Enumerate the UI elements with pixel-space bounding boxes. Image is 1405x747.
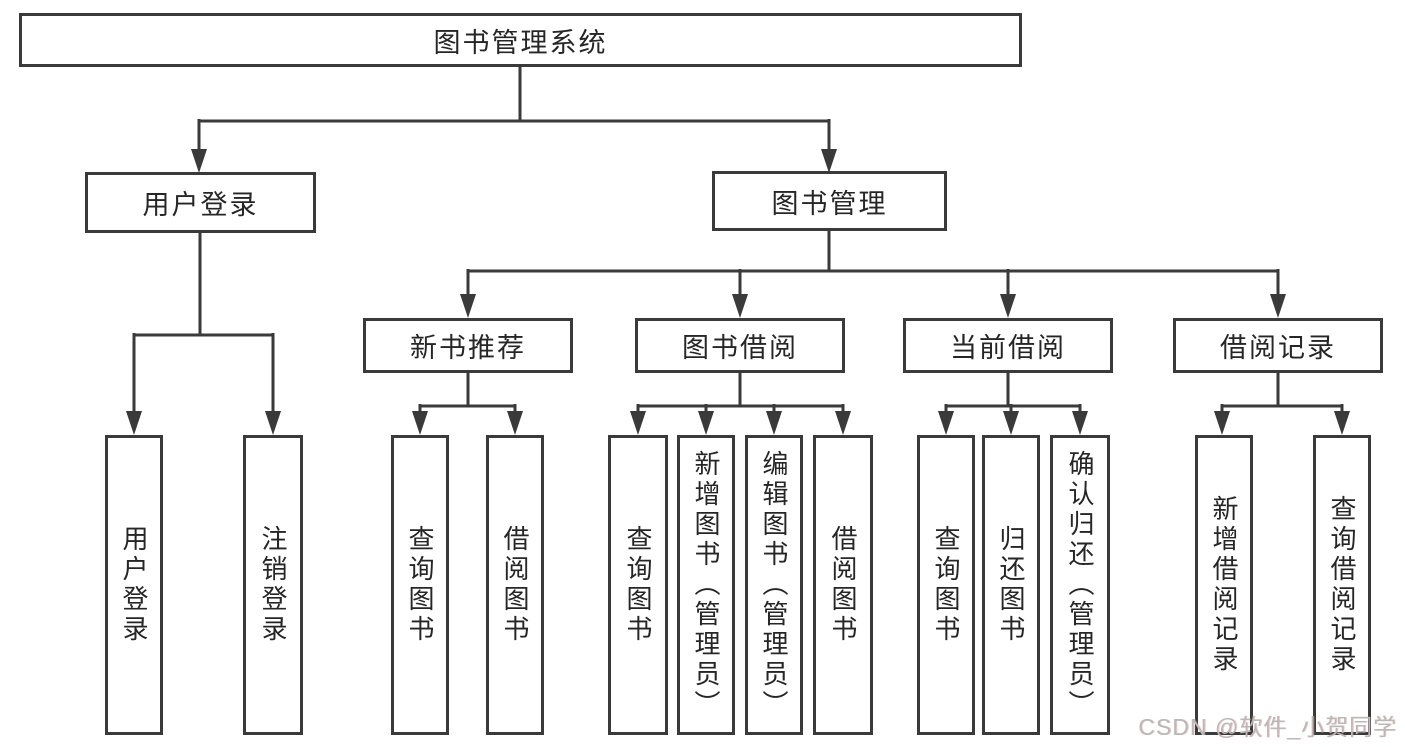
leaf-user-login: 用户登录 [105,435,163,735]
leaf-newbook-query-book: 查询图书 [391,435,449,735]
leaf-bookborrow-add-book-admin-label: 新增图书（管理员） [691,450,721,720]
leaf-bookborrow-add-book-admin: 新增图书（管理员） [677,435,735,735]
connector-book-borrow-to-leaves [630,371,851,435]
csdn-watermark: CSDN @软件_小贺同学 [1138,714,1397,740]
leaf-bookborrow-borrow-book-label: 借阅图书 [828,525,858,645]
leaf-current-confirm-return-admin: 确认归还（管理员） [1050,435,1110,735]
connector-book-management-to-level3 [460,230,1286,318]
leaf-newbook-borrow-book: 借阅图书 [486,435,544,735]
leaf-newbook-query-book-label: 查询图书 [405,525,435,645]
leaf-bookborrow-query-book-label: 查询图书 [623,525,653,645]
node-borrow-record: 借阅记录 [1173,318,1383,373]
connector-borrow-record-to-leaves [1214,371,1350,435]
node-root: 图书管理系统 [19,13,1022,67]
node-book-borrow: 图书借阅 [635,318,845,373]
leaf-bookborrow-borrow-book: 借阅图书 [813,435,873,735]
leaf-record-query-label: 查询借阅记录 [1327,495,1357,675]
leaf-current-query-book: 查询图书 [917,435,975,735]
leaf-record-add-label: 新增借阅记录 [1209,495,1239,675]
leaf-bookborrow-edit-book-admin: 编辑图书（管理员） [745,435,803,735]
node-user-login: 用户登录 [85,172,316,233]
connector-current-borrow-to-leaves [938,371,1088,435]
leaf-current-query-book-label: 查询图书 [931,525,961,645]
leaf-record-add: 新增借阅记录 [1195,435,1253,735]
connector-user-login-to-leaves [126,233,281,435]
node-current-borrow: 当前借阅 [903,318,1113,373]
leaf-bookborrow-edit-book-admin-label: 编辑图书（管理员） [759,450,789,720]
leaf-logout: 注销登录 [243,435,303,735]
leaf-bookborrow-query-book: 查询图书 [608,435,668,735]
leaf-current-confirm-return-admin-label: 确认归还（管理员） [1065,450,1095,720]
connector-new-book-to-leaves [412,371,523,435]
leaf-newbook-borrow-book-label: 借阅图书 [500,525,530,645]
leaf-record-query: 查询借阅记录 [1313,435,1371,735]
connector-root-to-level2 [191,65,837,173]
node-book-management: 图书管理 [712,171,947,231]
leaf-logout-label: 注销登录 [258,525,288,645]
leaf-user-login-label: 用户登录 [119,525,149,645]
node-new-book-recommend: 新书推荐 [363,318,573,373]
leaf-current-return-book: 归还图书 [982,435,1040,735]
leaf-current-return-book-label: 归还图书 [996,525,1026,645]
